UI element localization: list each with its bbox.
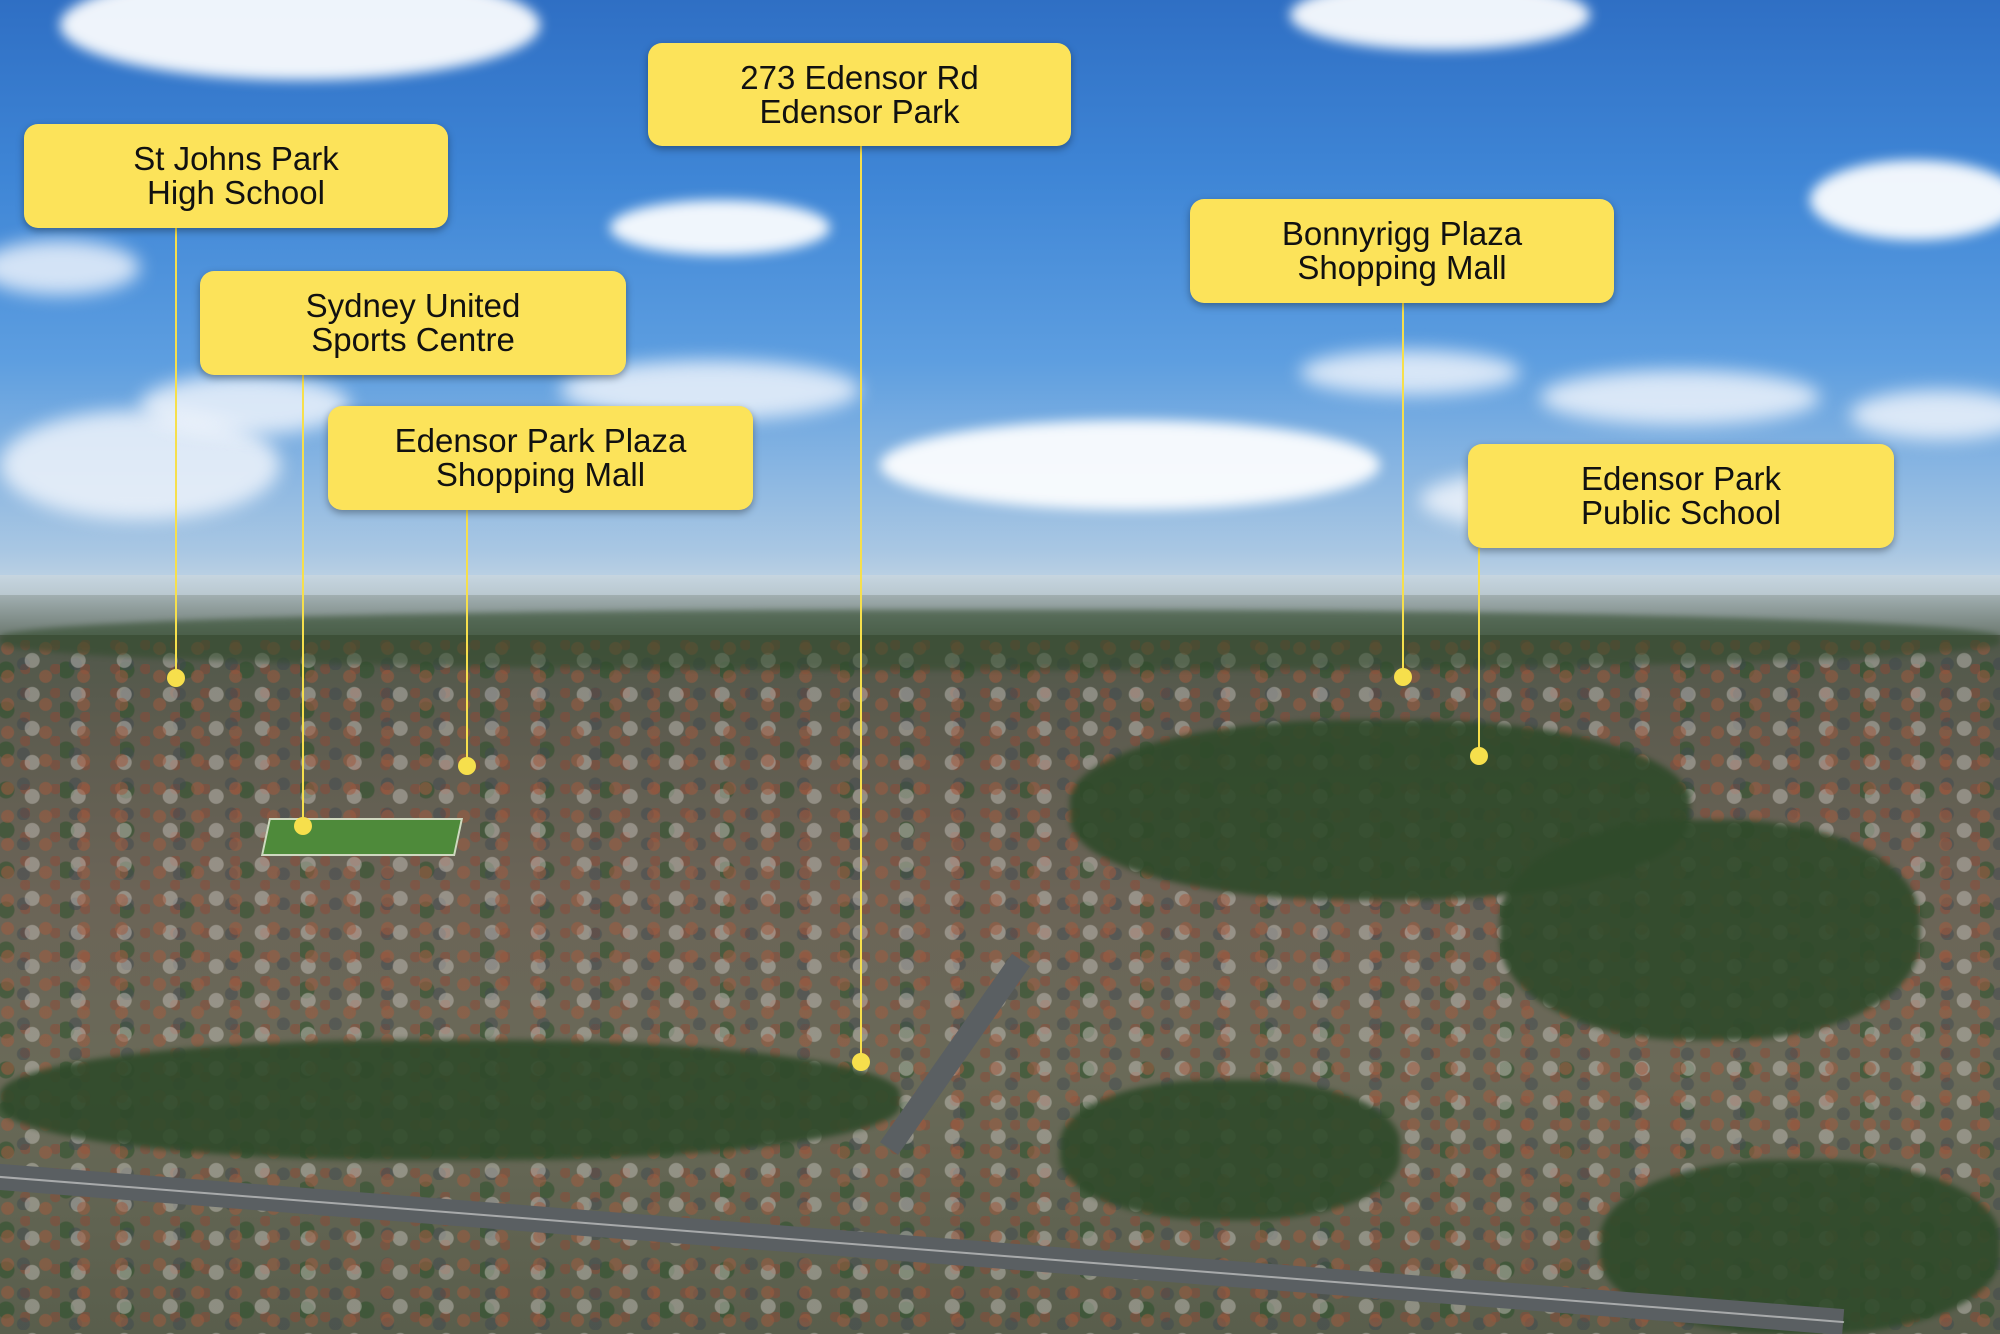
callout-line-1: Sydney United bbox=[305, 287, 521, 324]
callout-bonnyrigg-plaza-shopping-mall: Bonnyrigg Plaza Shopping Mall bbox=[1190, 199, 1614, 303]
location-pin bbox=[852, 1053, 870, 1071]
callout-edensor-park-plaza-shopping-mall: Edensor Park Plaza Shopping Mall bbox=[328, 406, 753, 510]
location-pin bbox=[167, 669, 185, 687]
leader-line bbox=[860, 146, 862, 1062]
callout-line-1: Edensor Park bbox=[1581, 460, 1781, 497]
cloud bbox=[880, 420, 1380, 510]
tree-belt bbox=[1060, 1080, 1400, 1220]
cloud bbox=[1810, 160, 2000, 240]
leader-line bbox=[302, 374, 304, 824]
cloud bbox=[1540, 370, 1820, 425]
callout-line-1: Bonnyrigg Plaza bbox=[1281, 215, 1523, 252]
callout-line-2: Sports Centre bbox=[311, 321, 515, 358]
cloud bbox=[0, 240, 140, 295]
leader-line bbox=[1478, 548, 1480, 756]
callout-edensor-park-public-school: Edensor Park Public School bbox=[1468, 444, 1894, 548]
callout-st-johns-park-high-school: St Johns Park High School bbox=[24, 124, 448, 228]
callout-line-1: 273 Edensor Rd bbox=[740, 58, 979, 96]
cloud bbox=[1850, 390, 2000, 440]
location-pin bbox=[1470, 747, 1488, 765]
callout-line-2: Public School bbox=[1581, 494, 1781, 531]
callout-line-1: Edensor Park Plaza bbox=[394, 422, 687, 459]
location-pin bbox=[1394, 668, 1412, 686]
callout-sydney-united-sports-centre: Sydney United Sports Centre bbox=[200, 271, 626, 375]
location-pin bbox=[294, 817, 312, 835]
callout-273-edensor-rd: 273 Edensor Rd Edensor Park bbox=[648, 43, 1071, 146]
tree-belt bbox=[1500, 820, 1920, 1040]
callout-line-2: Shopping Mall bbox=[1297, 249, 1507, 286]
leader-line bbox=[175, 228, 177, 678]
sports-field bbox=[260, 818, 464, 856]
cloud bbox=[1300, 350, 1520, 395]
leader-line bbox=[1402, 302, 1404, 677]
callout-line-2: High School bbox=[147, 174, 325, 211]
cloud bbox=[610, 200, 830, 255]
callout-line-1: St Johns Park bbox=[133, 140, 339, 177]
callout-line-2: Edensor Park bbox=[759, 92, 960, 130]
callout-line-2: Shopping Mall bbox=[435, 456, 646, 493]
location-pin bbox=[458, 757, 476, 775]
cloud bbox=[140, 375, 350, 435]
leader-line bbox=[466, 510, 468, 766]
tree-belt bbox=[0, 610, 2000, 670]
tree-belt bbox=[0, 1040, 900, 1160]
